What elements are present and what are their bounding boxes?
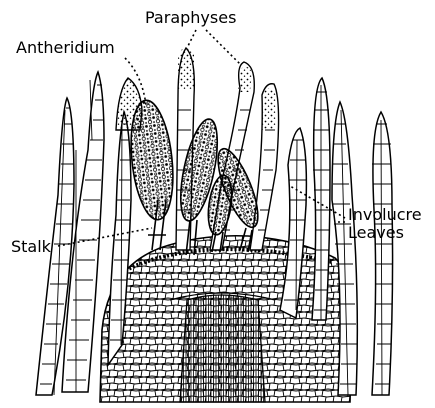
leader-line-paraphyses xyxy=(188,30,196,46)
label-paraphyses: Paraphyses xyxy=(145,10,236,26)
label-antheridium: Antheridium xyxy=(16,40,115,56)
leader-line-paraphyses xyxy=(206,30,240,64)
label-stalk: Stalk xyxy=(11,239,51,255)
label-involucre-leaves: Involucre Leaves xyxy=(348,206,422,242)
label-involucre-line2: Leaves xyxy=(348,224,422,242)
label-involucre-line1: Involucre xyxy=(348,206,422,224)
antheridium xyxy=(126,98,178,222)
central-strand xyxy=(180,295,265,402)
